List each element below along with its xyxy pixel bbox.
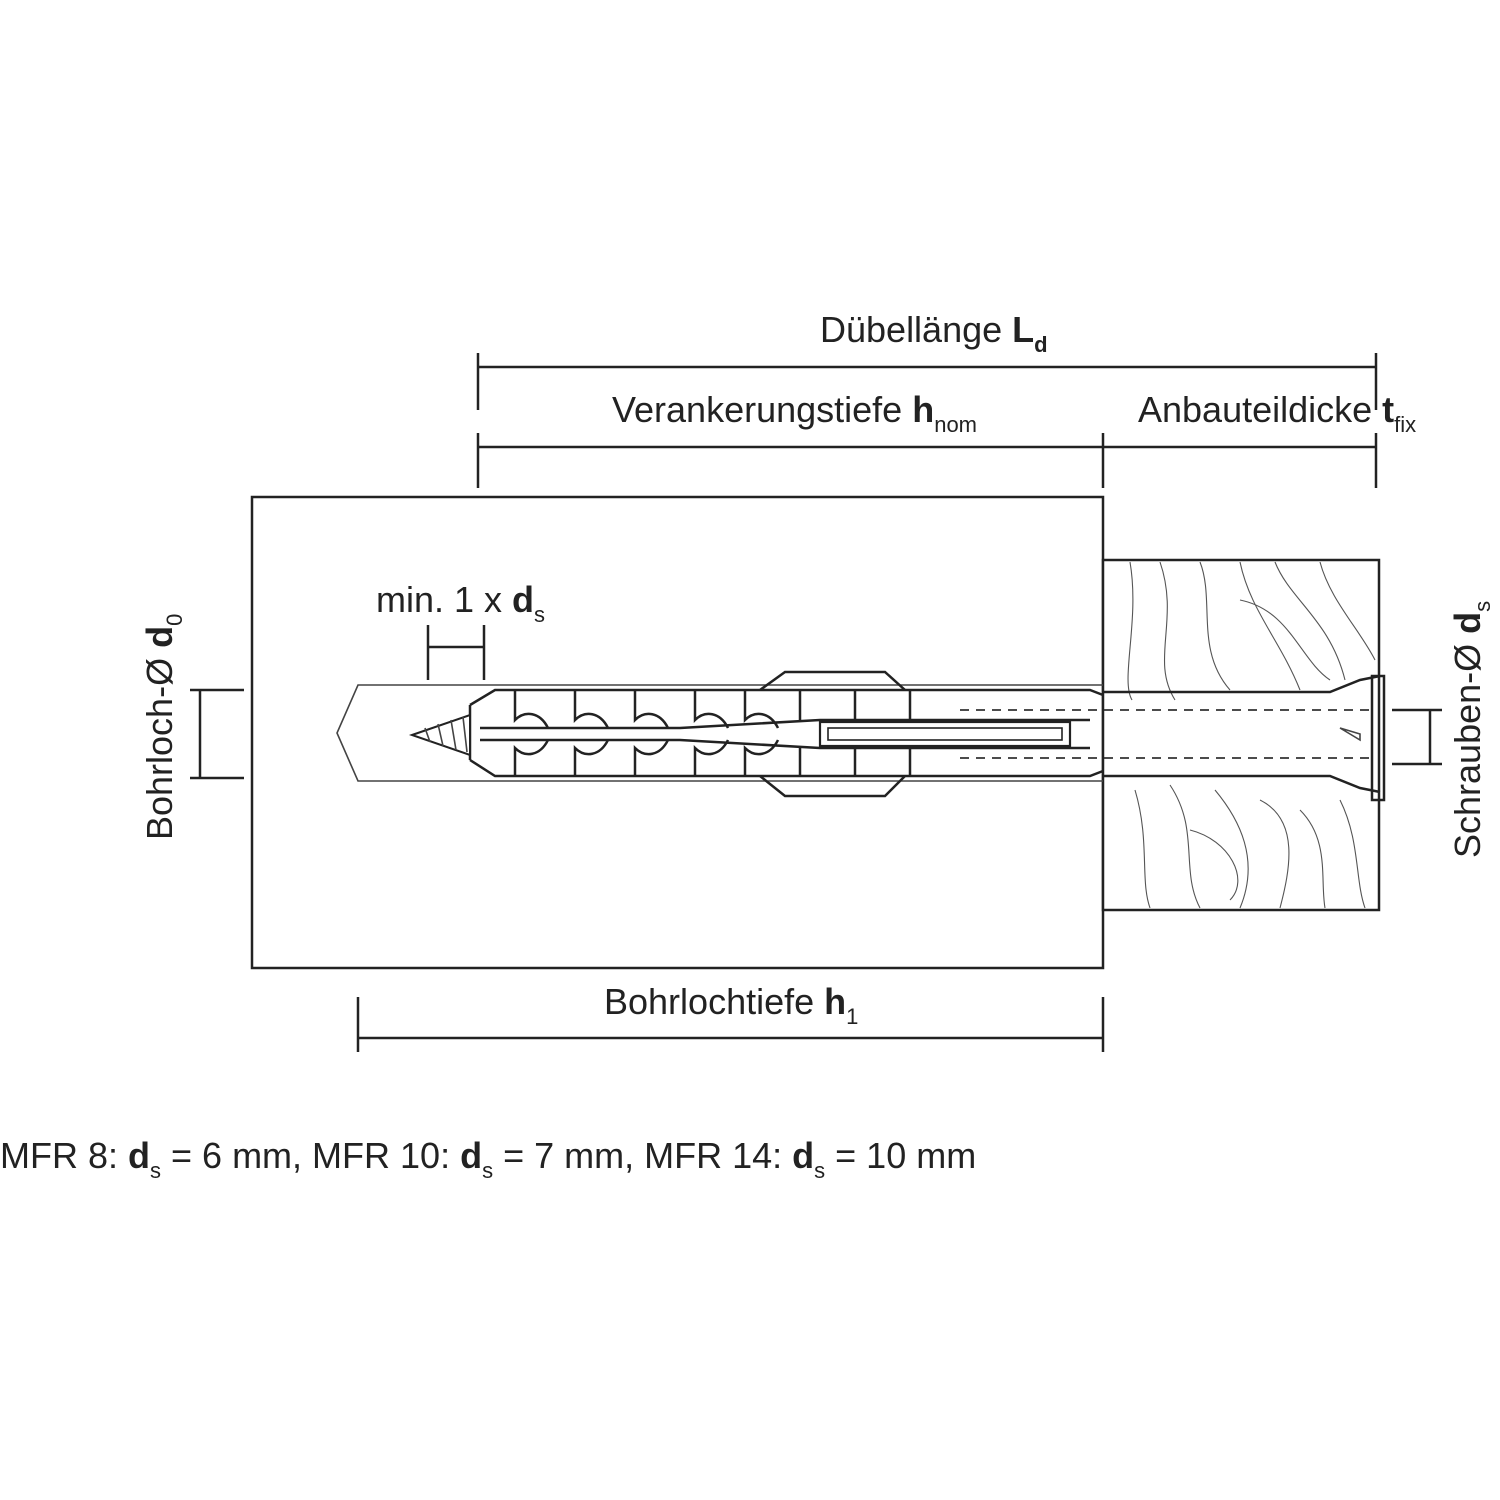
- label-anchor-length: Dübellänge Ld: [820, 309, 1048, 357]
- label-drill-diameter: Bohrloch-Ø d0: [139, 614, 187, 840]
- dim-anchor-length: [476, 353, 1378, 410]
- label-fixture-thickness: Anbauteildicke tfix: [1138, 389, 1416, 437]
- label-min-distance: min. 1 x ds: [376, 579, 545, 627]
- dim-screw-diameter: [1392, 708, 1442, 766]
- anchor-body: [408, 670, 1104, 798]
- dim-min-distance: [426, 625, 486, 680]
- dim-drill-diameter: [190, 688, 244, 780]
- label-drill-depth: Bohrlochtiefe h1: [604, 981, 858, 1029]
- label-embedment-depth: Verankerungstiefe hnom: [612, 389, 977, 437]
- dim-embedment-depth: [476, 433, 1378, 488]
- drill-hole: [336, 684, 1103, 782]
- screw-shank: [960, 674, 1386, 802]
- footnote-screw-sizes: MFR 8: ds = 6 mm, MFR 10: ds = 7 mm, MFR…: [0, 1135, 976, 1183]
- wood-fixture: [1101, 558, 1381, 912]
- label-screw-diameter: Schrauben-Ø ds: [1447, 601, 1495, 858]
- dim-drill-depth: [356, 997, 1105, 1052]
